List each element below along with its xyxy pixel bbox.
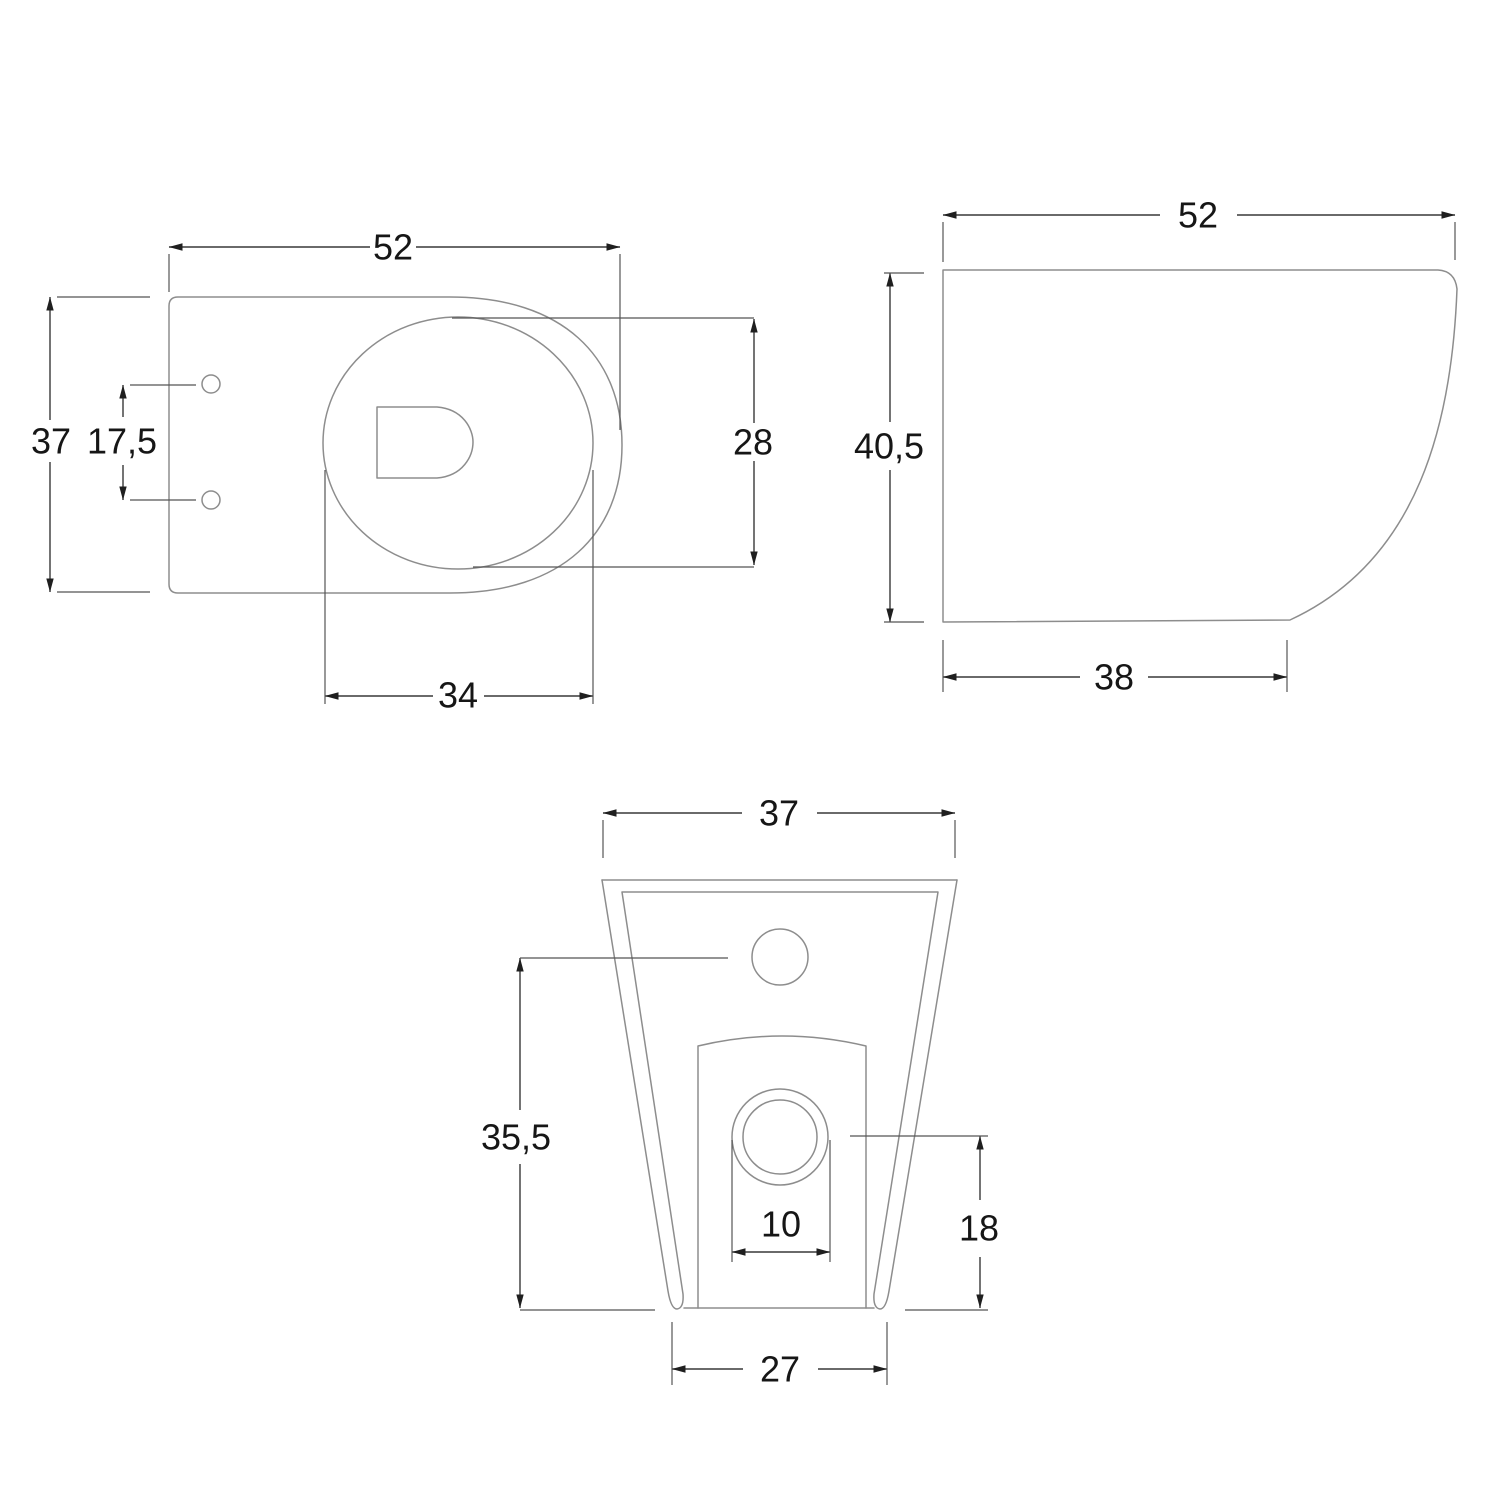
rear-dim-inlet-height-label: 35,5 [481,1117,551,1158]
plan-fixing-hole-top [201,374,221,394]
rear-outlet-inner-circle [742,1099,818,1175]
plan-dim-overall-width: 52 [168,227,621,430]
rear-walls-outline [601,879,958,1310]
side-body-outline [942,269,1458,623]
side-dim-overall-height-label: 40,5 [854,426,924,467]
plan-fixing-hole-bottom [201,490,221,510]
plan-body-outline [168,296,623,594]
side-view: 52 40,5 38 [854,195,1458,698]
plan-dim-hole-spacing-label: 17,5 [87,421,157,462]
rear-dim-top-width-label: 37 [759,793,799,834]
plan-dim-overall-width-label: 52 [373,227,413,268]
rear-dim-base-width: 27 [671,1322,888,1390]
plan-dim-bowl-width: 28 [452,317,773,568]
side-dim-base-depth: 38 [942,640,1288,698]
plan-dim-hole-spacing: 17,5 [87,384,196,501]
rear-dim-base-width-label: 27 [760,1349,800,1390]
side-view-outlines [942,269,1458,623]
plan-dim-overall-depth: 37 [31,296,150,593]
side-dim-overall-height: 40,5 [854,272,924,623]
rear-dim-outlet-height-label: 18 [959,1208,999,1249]
plan-dim-overall-depth-label: 37 [31,421,71,462]
rear-outlet-outer-circle [731,1088,829,1186]
plan-dim-bowl-length: 34 [324,470,594,716]
plan-view: 52 37 17,5 [31,227,773,716]
plan-dim-bowl-width-label: 28 [733,422,773,463]
rear-dim-inlet-height: 35,5 [481,957,728,1311]
side-dim-overall-depth: 52 [942,195,1456,262]
rear-dim-outlet-diameter: 10 [731,1140,831,1262]
rear-dim-top-width: 37 [602,793,956,858]
rear-outlet-panel [697,1035,867,1309]
plan-drain-outline [376,406,474,479]
plan-bowl-rim [322,316,594,570]
side-dim-base-depth-label: 38 [1094,657,1134,698]
rear-inlet-hole [751,928,809,986]
rear-view: 37 35,5 10 [481,793,999,1390]
rear-dim-outlet-height: 18 [850,1135,999,1311]
rear-view-outlines [601,879,958,1310]
plan-view-outlines [168,296,623,594]
rear-dim-outlet-diameter-label: 10 [761,1204,801,1245]
side-dim-overall-depth-label: 52 [1178,195,1218,236]
plan-dim-bowl-length-label: 34 [438,675,478,716]
